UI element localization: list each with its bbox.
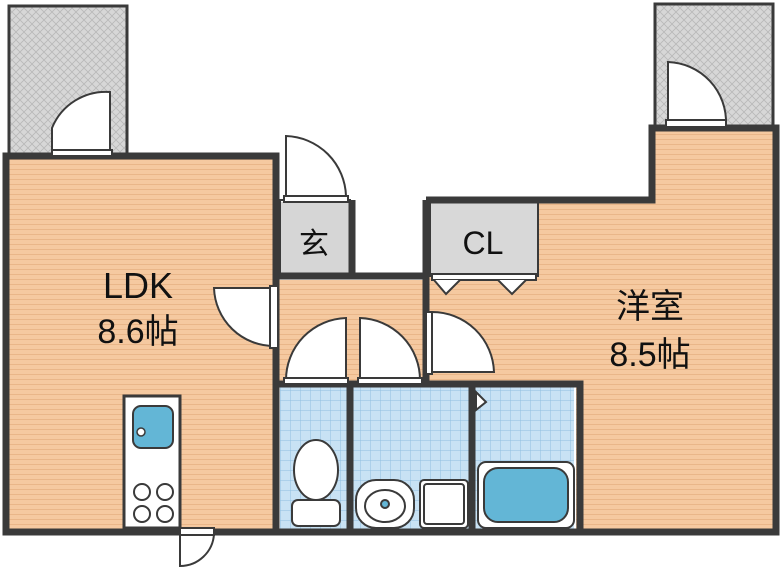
exterior-door[interactable] — [179, 527, 216, 568]
western-room-size: 8.5帖 — [609, 336, 690, 374]
toilet-icon — [291, 439, 341, 527]
balcony-door-right[interactable] — [665, 60, 728, 128]
bathtub-icon — [477, 461, 575, 529]
western-room-door[interactable] — [425, 310, 496, 375]
kitchen-counter — [122, 394, 182, 530]
washing-machine-pan-icon — [419, 479, 469, 529]
entrance-label: 玄 — [299, 228, 329, 261]
western-room-name: 洋室 — [616, 288, 684, 326]
stove-icon — [133, 483, 174, 523]
ldk-size: 8.6帖 — [97, 313, 178, 351]
wash-basin-icon — [355, 479, 415, 529]
entrance-floor — [280, 202, 350, 276]
ldk-door[interactable] — [212, 285, 279, 349]
toilet-door[interactable] — [283, 316, 349, 385]
balcony-door-left[interactable] — [51, 90, 113, 157]
sink-icon — [132, 405, 174, 449]
washroom-door[interactable] — [357, 316, 423, 385]
closet-floor — [430, 202, 538, 276]
entrance-door[interactable] — [283, 134, 349, 203]
bath-door[interactable] — [475, 389, 488, 413]
ldk-name: LDK — [103, 265, 173, 306]
closet-label: CL — [463, 225, 504, 261]
closet-doors[interactable] — [431, 273, 537, 296]
